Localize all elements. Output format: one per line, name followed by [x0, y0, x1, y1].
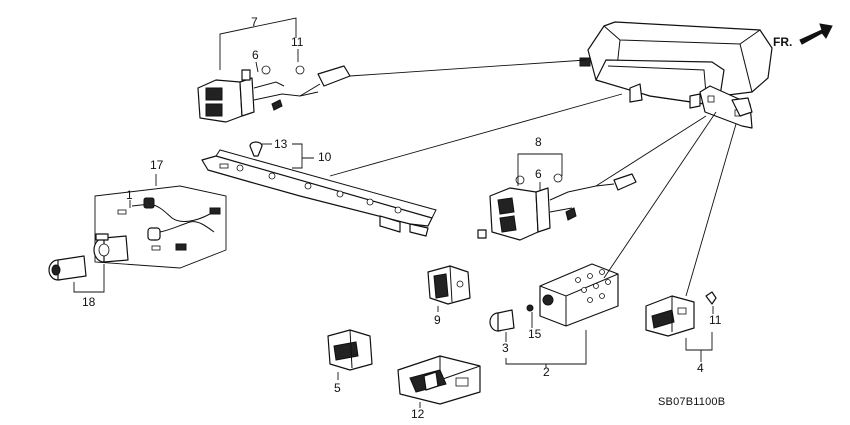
callout-11-lower-label: 11	[709, 313, 722, 327]
switch-9	[427, 265, 471, 305]
switch-4	[645, 291, 717, 337]
callout-6-upper-label: 6	[252, 48, 259, 62]
callout-11-upper-label: 11	[291, 35, 304, 49]
callout-11-upper: 11	[291, 35, 304, 62]
callout-2-label: 2	[543, 365, 550, 379]
callout-5: 5	[334, 372, 341, 395]
callout-18-label: 18	[82, 295, 96, 309]
callout-6-middle-label: 6	[535, 167, 542, 181]
callout-13: 13	[262, 137, 288, 151]
switch-5	[327, 329, 373, 371]
callout-8-label: 8	[535, 135, 542, 149]
callout-13-label: 13	[274, 137, 288, 151]
callout-15: 15	[528, 312, 542, 341]
callout-12: 12	[411, 402, 425, 421]
callout-5-label: 5	[334, 381, 341, 395]
drawing-code: SB07B1100B	[658, 396, 725, 408]
leader-middle-switch	[595, 115, 707, 187]
callout-8: 8	[517, 135, 563, 186]
dashboard-housing	[579, 21, 773, 129]
callout-12-label: 12	[411, 407, 425, 421]
callout-1-label: 1	[126, 188, 133, 202]
callout-18: 18	[73, 264, 105, 309]
leader-switch-4	[685, 123, 737, 297]
control-module-2	[489, 263, 619, 332]
callout-7-label: 7	[251, 15, 258, 29]
switch-assembly-upper	[197, 65, 351, 123]
callout-7: 7	[219, 15, 297, 70]
arrow-right-icon	[799, 23, 833, 45]
callout-9: 9	[434, 306, 441, 327]
callout-11-lower: 11	[709, 306, 722, 327]
callout-15-label: 15	[528, 327, 542, 341]
callout-17-label: 17	[150, 158, 164, 172]
callout-3: 3	[502, 332, 509, 355]
leader-module-2	[603, 111, 717, 279]
switch-12	[397, 355, 481, 405]
lighter-parts	[48, 233, 129, 281]
callout-4: 4	[685, 332, 713, 375]
leader-upper-switch	[349, 59, 587, 77]
callout-4-label: 4	[697, 361, 704, 375]
callout-3-label: 3	[502, 341, 509, 355]
direction-label: FR.	[773, 35, 792, 49]
callout-6-upper: 6	[252, 48, 259, 73]
callout-10: 10	[292, 143, 332, 169]
callout-2: 2	[505, 330, 587, 379]
switch-assembly-middle	[477, 173, 637, 241]
callout-6-middle: 6	[535, 167, 542, 190]
callout-9-label: 9	[434, 313, 441, 327]
mounting-bracket	[201, 141, 437, 237]
leader-bracket	[329, 93, 623, 177]
lighter-harness-box: 17 1	[94, 158, 227, 269]
front-direction-indicator: FR.	[773, 23, 833, 49]
callout-10-label: 10	[318, 150, 332, 164]
